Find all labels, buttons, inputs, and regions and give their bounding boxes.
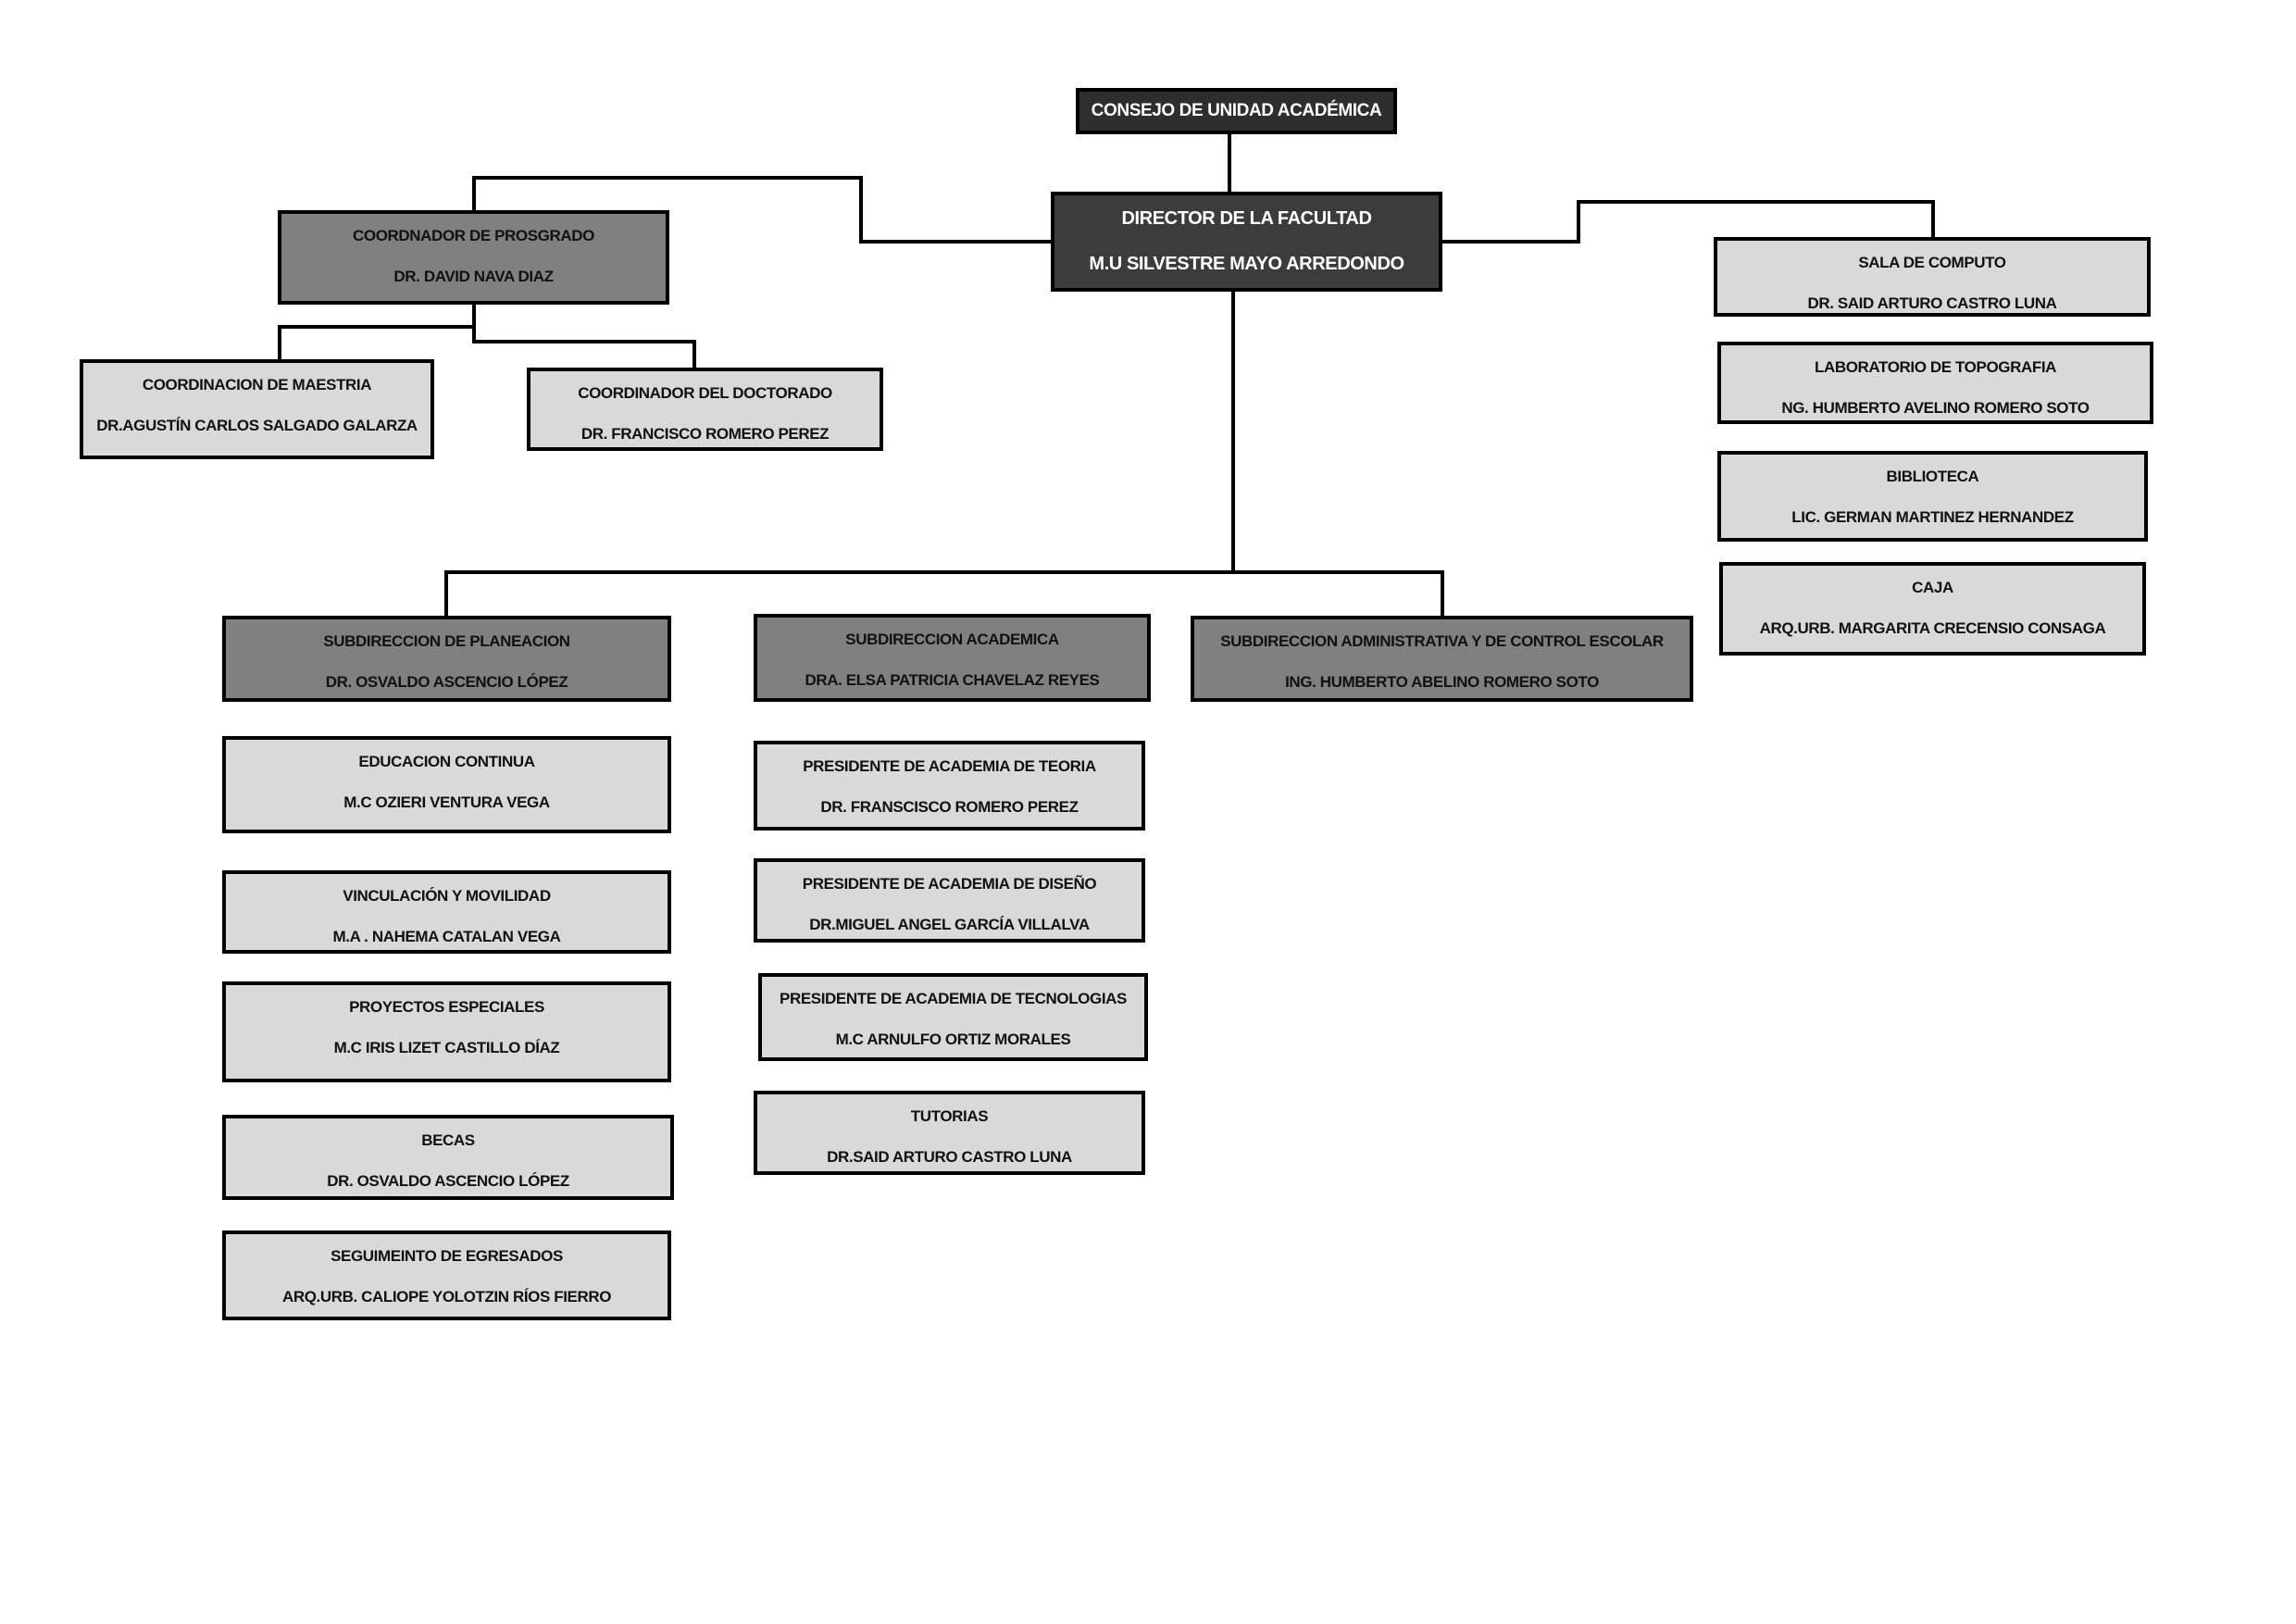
service-name: NG. HUMBERTO AVELINO ROMERO SOTO xyxy=(1781,399,2090,417)
director-title: DIRECTOR DE LA FACULTAD xyxy=(1121,208,1372,229)
service-box-topografia: LABORATORIO DE TOPOGRAFIA NG. HUMBERTO A… xyxy=(1717,342,2153,424)
service-name: ARQ.URB. MARGARITA CRECENSIO CONSAGA xyxy=(1759,619,2106,637)
connector-subdirections-bus xyxy=(444,570,1444,616)
unit-name: M.A . NAHEMA CATALAN VEGA xyxy=(332,928,561,945)
academic-unit-box: PRESIDENTE DE ACADEMIA DE TEORIA DR. FRA… xyxy=(754,741,1145,831)
service-name: LIC. GERMAN MARTINEZ HERNANDEZ xyxy=(1791,508,2074,526)
service-title: SALA DE COMPUTO xyxy=(1858,254,2006,271)
academic-unit-box: TUTORIAS DR.SAID ARTURO CASTRO LUNA xyxy=(754,1091,1145,1175)
service-box-computo: SALA DE COMPUTO DR. SAID ARTURO CASTRO L… xyxy=(1714,237,2151,317)
subdirection-title: SUBDIRECCION ADMINISTRATIVA Y DE CONTROL… xyxy=(1220,632,1664,650)
subdirection-name: DRA. ELSA PATRICIA CHAVELAZ REYES xyxy=(805,671,1100,689)
academic-unit-box: PRESIDENTE DE ACADEMIA DE DISEÑO DR.MIGU… xyxy=(754,858,1145,943)
subdirection-title: SUBDIRECCION DE PLANEACION xyxy=(323,632,570,650)
doctorate-box: COORDINADOR DEL DOCTORADO DR. FRANCISCO … xyxy=(527,368,883,451)
connector-postgrad-doctorate xyxy=(472,327,696,368)
planning-unit-box: BECAS DR. OSVALDO ASCENCIO LÓPEZ xyxy=(222,1115,674,1200)
planning-unit-box: SEGUIMEINTO DE EGRESADOS ARQ.URB. CALIOP… xyxy=(222,1230,671,1320)
director-name: M.U SILVESTRE MAYO ARREDONDO xyxy=(1089,254,1404,274)
postgrad-coordinator-name: DR. DAVID NAVA DIAZ xyxy=(393,268,554,285)
masters-title: COORDINACION DE MAESTRIA xyxy=(142,376,372,394)
unit-name: DR. OSVALDO ASCENCIO LÓPEZ xyxy=(327,1172,569,1190)
postgrad-coordinator-title: COORDNADOR DE PROSGRADO xyxy=(353,227,594,244)
planning-unit-box: PROYECTOS ESPECIALES M.C IRIS LIZET CAST… xyxy=(222,981,671,1082)
unit-name: M.C OZIERI VENTURA VEGA xyxy=(343,793,550,811)
masters-box: COORDINACION DE MAESTRIA DR.AGUSTÍN CARL… xyxy=(80,359,434,459)
unit-name: DR.SAID ARTURO CASTRO LUNA xyxy=(827,1148,1072,1166)
doctorate-name: DR. FRANCISCO ROMERO PEREZ xyxy=(580,425,830,443)
unit-title: EDUCACION CONTINUA xyxy=(358,753,535,770)
subdirection-planeacion-box: SUBDIRECCION DE PLANEACION DR. OSVALDO A… xyxy=(222,616,671,702)
service-title: BIBLIOTECA xyxy=(1886,468,1979,485)
planning-unit-box: EDUCACION CONTINUA M.C OZIERI VENTURA VE… xyxy=(222,736,671,833)
subdirection-administrativa-box: SUBDIRECCION ADMINISTRATIVA Y DE CONTROL… xyxy=(1191,616,1693,702)
subdirection-title: SUBDIRECCION ACADEMICA xyxy=(845,631,1059,648)
unit-name: DR. FRANSCISCO ROMERO PEREZ xyxy=(820,798,1079,816)
service-title: LABORATORIO DE TOPOGRAFIA xyxy=(1814,358,2057,376)
council-box: CONSEJO DE UNIDAD ACADÉMICA xyxy=(1076,88,1397,134)
unit-title: VINCULACIÓN Y MOVILIDAD xyxy=(343,887,551,905)
unit-name: M.C ARNULFO ORTIZ MORALES xyxy=(835,1031,1071,1048)
council-title: CONSEJO DE UNIDAD ACADÉMICA xyxy=(1091,101,1382,120)
academic-unit-box: PRESIDENTE DE ACADEMIA DE TECNOLOGIAS M.… xyxy=(758,973,1148,1061)
planning-unit-box: VINCULACIÓN Y MOVILIDAD M.A . NAHEMA CAT… xyxy=(222,870,671,954)
subdirection-name: DR. OSVALDO ASCENCIO LÓPEZ xyxy=(325,673,568,691)
unit-title: TUTORIAS xyxy=(910,1107,989,1125)
connector-director-services xyxy=(1442,200,1935,244)
subdirection-academica-box: SUBDIRECCION ACADEMICA DRA. ELSA PATRICI… xyxy=(754,614,1151,702)
unit-title: PRESIDENTE DE ACADEMIA DE TEORIA xyxy=(803,757,1096,775)
service-name: DR. SAID ARTURO CASTRO LUNA xyxy=(1807,294,2057,312)
unit-title: SEGUIMEINTO DE EGRESADOS xyxy=(331,1247,563,1265)
unit-title: PROYECTOS ESPECIALES xyxy=(349,998,544,1016)
unit-name: DR.MIGUEL ANGEL GARCÍA VILLALVA xyxy=(809,916,1090,933)
connector-postgrad-masters xyxy=(278,305,476,359)
connector-director-postgrad xyxy=(472,176,1051,244)
unit-title: PRESIDENTE DE ACADEMIA DE TECNOLOGIAS xyxy=(780,990,1127,1007)
director-box: DIRECTOR DE LA FACULTAD M.U SILVESTRE MA… xyxy=(1051,192,1442,292)
service-box-biblioteca: BIBLIOTECA LIC. GERMAN MARTINEZ HERNANDE… xyxy=(1717,451,2148,542)
postgrad-coordinator-box: COORDNADOR DE PROSGRADO DR. DAVID NAVA D… xyxy=(278,210,669,305)
masters-name: DR.AGUSTÍN CARLOS SALGADO GALARZA xyxy=(96,417,418,434)
unit-name: M.C IRIS LIZET CASTILLO DÍAZ xyxy=(333,1039,560,1056)
subdirection-name: ING. HUMBERTO ABELINO ROMERO SOTO xyxy=(1285,673,1599,691)
unit-name: ARQ.URB. CALIOPE YOLOTZIN RÍOS FIERRO xyxy=(281,1288,612,1305)
service-title: CAJA xyxy=(1912,579,1953,596)
unit-title: BECAS xyxy=(421,1131,475,1149)
unit-title: PRESIDENTE DE ACADEMIA DE DISEÑO xyxy=(802,875,1097,893)
service-box-caja: CAJA ARQ.URB. MARGARITA CRECENSIO CONSAG… xyxy=(1719,562,2146,656)
doctorate-title: COORDINADOR DEL DOCTORADO xyxy=(578,384,832,402)
